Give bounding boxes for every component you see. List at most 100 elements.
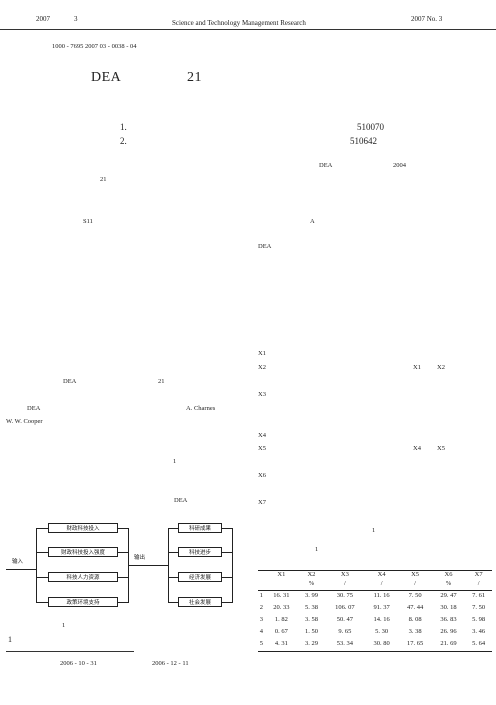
input-bracket [36,528,37,602]
table-header-cell: X7 [465,570,492,580]
received-date: 2006 - 10 - 31 [60,660,97,667]
table-unit-row: % / / / % / [258,579,492,591]
table-cell: 2 [259,604,263,612]
revised-date: 2006 - 12 - 11 [152,660,189,667]
input-box-4: 政策环境支持 [48,597,118,607]
table-row: 2 20. 33 5. 38 106. 07 91. 37 47. 44 30.… [258,603,492,615]
affiliation-2-num: 2. [120,136,127,146]
table-row: 3 1. 82 3. 58 50. 47 14. 16 8. 08 36. 83… [258,615,492,627]
table-header-cell: X2 [298,570,325,580]
output-bracket [168,528,169,603]
affiliation-2-code: 510642 [350,136,377,146]
footnote-rule [6,651,134,652]
title-dea: DEA [91,70,122,85]
input-output-diagram: 输入 财政科技投入 财政科技投入强度 科技人力资源 政策环境支持 输出 科研成果… [6,520,246,612]
table-cell: 36. 83 [440,616,457,624]
table-header-cell: X5 [398,570,432,580]
output-box-2: 科技进步 [178,547,222,557]
input-box-1: 财政科技投入 [48,523,118,533]
journal-name: Science and Technology Management Resear… [172,19,306,27]
var-x3: X3 [258,391,266,398]
table-cell: 47. 44 [406,604,424,612]
table-cell: 30. 80 [364,638,399,652]
figure-ref: 1 [173,458,177,465]
affiliation-1-num: 1. [120,122,127,132]
var-x4: X4 [258,432,266,439]
table-cell: 17. 65 [398,638,432,652]
table-header-cell: X1 [264,570,299,580]
table-caption: 1 [315,546,319,553]
table-cell: 1. 82 [274,616,288,624]
left-21: 21 [158,378,165,385]
table-unit-cell [264,579,299,591]
cooper-name: W. W. Cooper [6,418,43,425]
table-row: 5 4. 31 3. 29 53. 34 30. 80 17. 65 21. 6… [258,638,492,652]
charnes-name: A. Charnes [186,405,216,412]
input-line [6,569,36,570]
table-cell: 53. 34 [324,638,365,652]
header-year: 2007 [36,15,50,23]
figure-caption-title: 1 [8,635,12,644]
table-unit-cell: / [324,579,365,591]
affiliation-1-code: 510070 [357,122,384,132]
table-cell: 9. 65 [338,628,352,636]
table-cell: 3. 29 [298,638,325,652]
table-cell: 30. 18 [440,604,457,612]
table-cell: 29. 47 [440,592,457,600]
var-x2-ref-x2: X2 [437,364,445,371]
table-unit-cell: / [465,579,492,591]
left-dea-3: DEA [174,497,188,504]
table-cell: 5. 64 [465,638,492,652]
table-cell: 91. 37 [373,604,390,612]
abstract-21: 21 [100,176,107,183]
var-x2-ref-x1: X1 [413,364,421,371]
table-cell: 5 [258,638,265,652]
table-unit-cell: % [298,579,325,591]
table-cell: 5. 30 [375,628,389,636]
figure-caption-num: 1 [62,622,66,629]
table-cell: 1 [259,592,263,600]
input-box-2: 财政科技投入强度 [48,547,118,557]
table-unit-cell: % [431,579,466,591]
header-issue: 3 [74,15,78,23]
output-line [128,565,168,566]
left-dea-2: DEA [27,405,41,412]
abstract-dea-2: DEA [258,243,272,250]
var-x5: X5 [258,445,266,452]
table-cell: 3. 58 [304,616,318,624]
table-unit-cell: / [398,579,432,591]
var-x7: X7 [258,499,266,506]
table-cell: 7. 50 [408,592,422,600]
abstract-dea: DEA [319,162,333,169]
table-unit-cell: / [364,579,399,591]
table-unit-cell [258,579,265,591]
table-cell: 7. 50 [472,604,486,612]
header-issue-right: 2007 No. 3 [411,15,443,23]
table-ref: 1 [372,527,376,534]
table-cell: 11. 16 [373,592,390,600]
table-cell: 5. 38 [304,604,318,612]
doc-code: A [310,218,315,225]
output-box-1: 科研成果 [178,523,222,533]
table-cell: 3 [259,616,263,624]
table-cell: 106. 07 [335,604,355,612]
table-cell: 3. 38 [408,628,422,636]
table-cell: 16. 31 [273,592,290,600]
table-cell: 4 [259,628,263,636]
output-box-4: 社会发展 [178,597,222,607]
var-x2: X2 [258,364,266,371]
table-cell: 4. 31 [264,638,299,652]
input-label: 输入 [12,559,24,565]
table-cell: 50. 47 [336,616,353,624]
table-cell: 0. 67 [274,628,288,636]
header-rule [0,29,496,30]
table-row: 1 16. 31 3. 99 30. 75 11. 16 7. 50 29. 4… [258,590,492,603]
table-cell: 5. 98 [472,616,486,624]
table-cell: 8. 08 [408,616,422,624]
output-label: 输出 [134,555,146,561]
table-cell: 7. 61 [472,592,486,600]
var-x1: X1 [258,350,266,357]
input-box-3: 科技人力资源 [48,572,118,582]
table-cell: 3. 99 [304,592,318,600]
class-code: S11 [83,218,93,225]
